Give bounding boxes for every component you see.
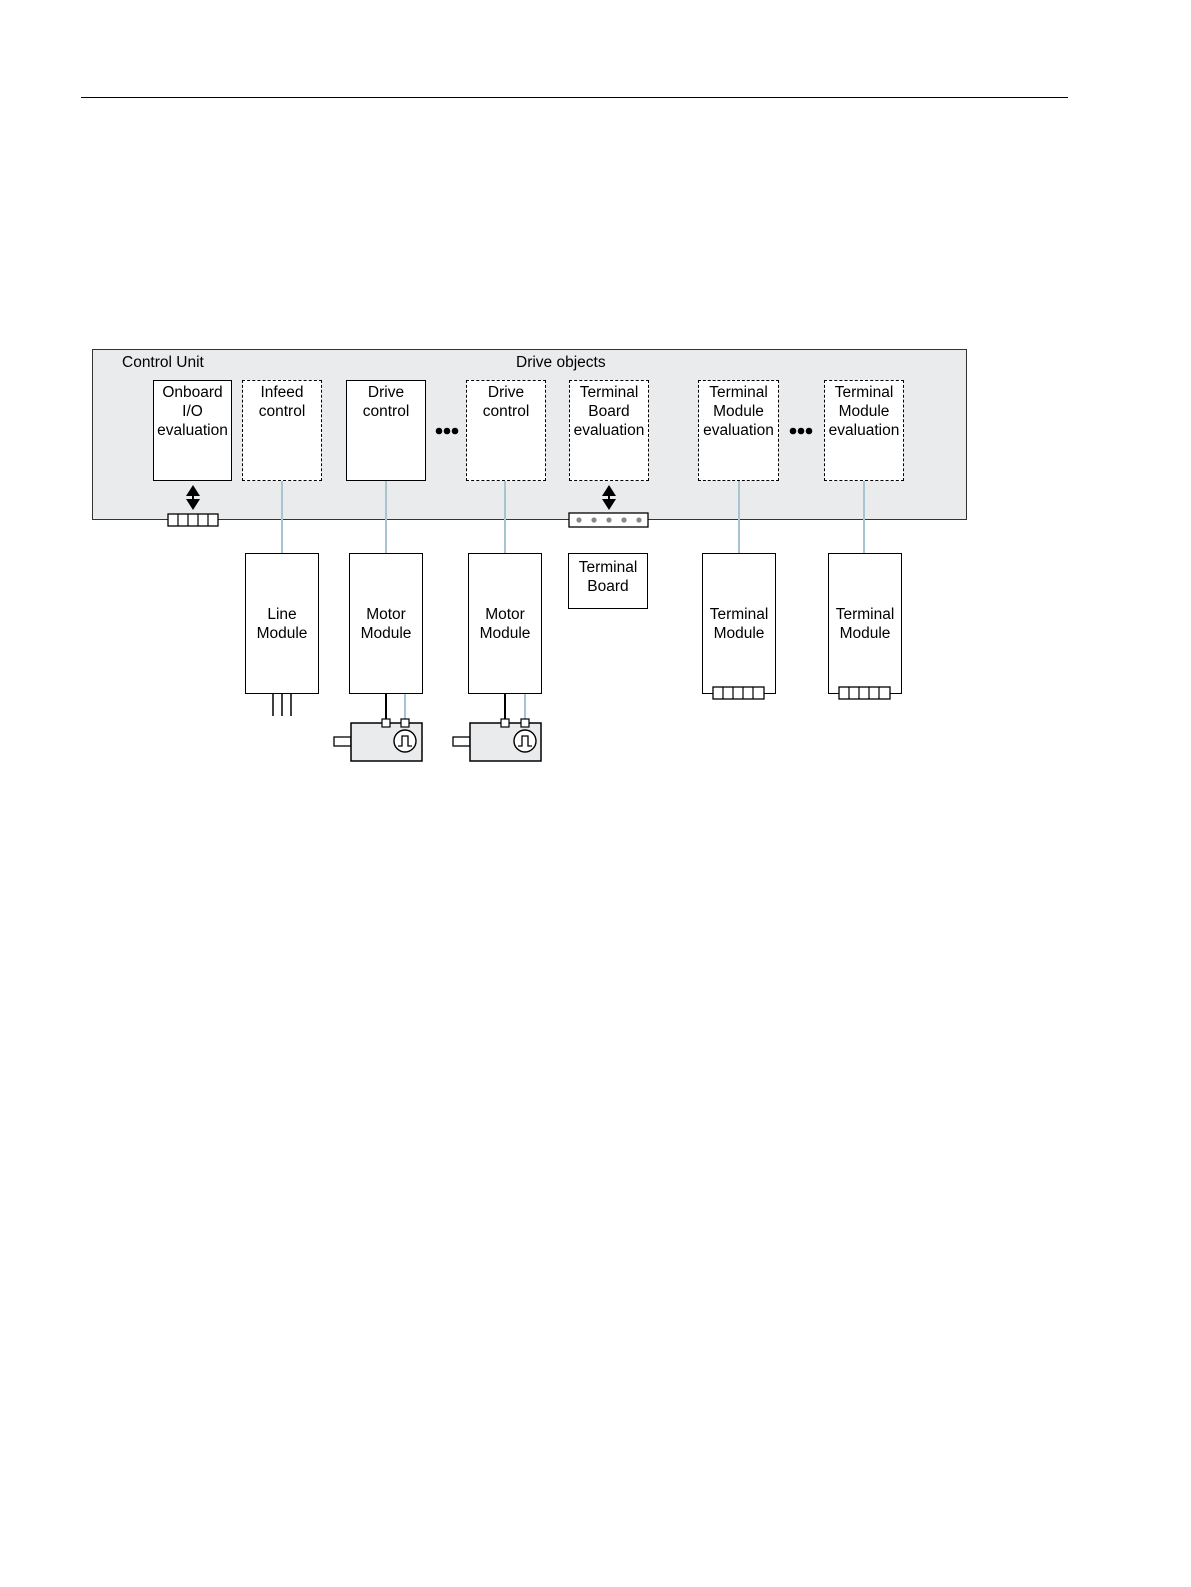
terminal-strip-icon [713,687,764,699]
terminal-strip-icon [839,687,890,699]
